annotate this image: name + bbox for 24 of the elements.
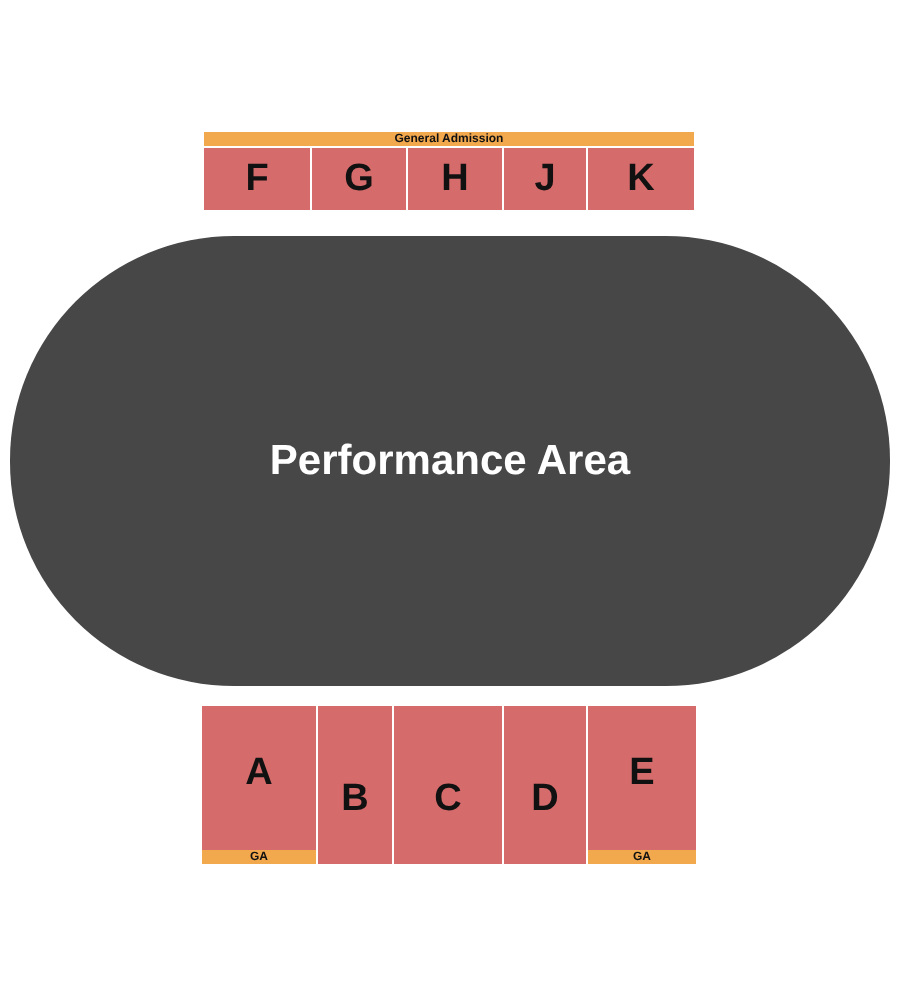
section-label: H xyxy=(441,157,469,201)
section-label: G xyxy=(344,157,374,201)
seating-section xyxy=(312,148,406,210)
section-label: D xyxy=(531,777,559,821)
section-label: A xyxy=(245,752,273,796)
seating-section xyxy=(588,706,696,850)
seating-section xyxy=(408,148,502,210)
seating-section xyxy=(504,148,586,210)
section-label: F xyxy=(245,157,269,201)
section-label: E xyxy=(629,752,655,796)
seating-section xyxy=(394,706,502,864)
seating-section xyxy=(202,706,316,850)
admission-band xyxy=(588,850,696,864)
admission-band xyxy=(202,850,316,864)
admission-band xyxy=(204,132,694,146)
section-label: K xyxy=(627,157,655,201)
section-label: C xyxy=(434,777,462,821)
seating-section xyxy=(318,706,392,864)
seating-section xyxy=(504,706,586,864)
seating-section xyxy=(204,148,310,210)
section-label: B xyxy=(341,777,369,821)
section-label: J xyxy=(534,157,556,201)
seating-section xyxy=(588,148,694,210)
area-label: Performance Area xyxy=(269,437,631,485)
